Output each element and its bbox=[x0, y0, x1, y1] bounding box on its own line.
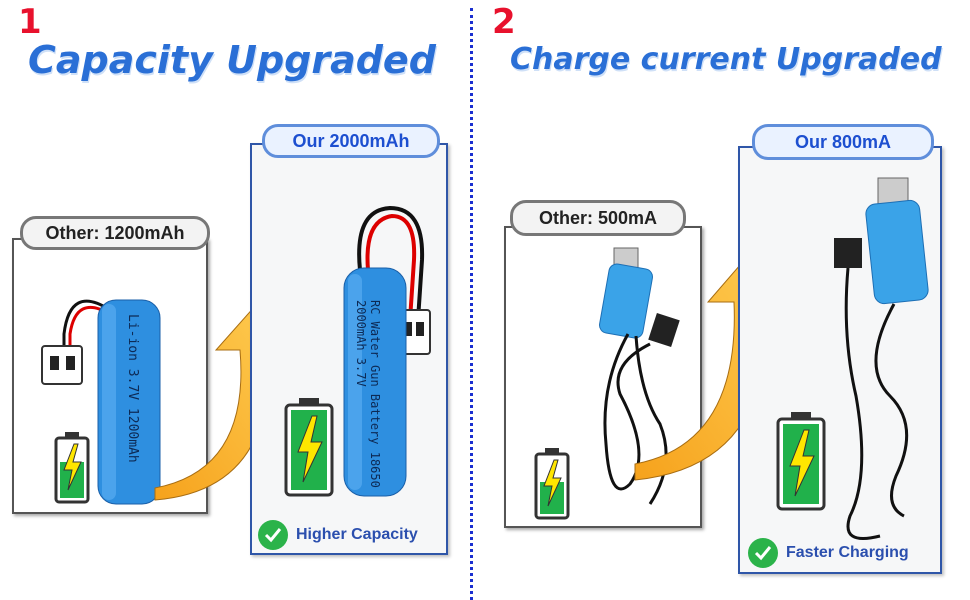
section-2-number: 2 bbox=[492, 2, 516, 42]
higher-capacity-badge: Higher Capacity bbox=[258, 520, 418, 550]
section-1-heading: Capacity Upgraded bbox=[28, 38, 436, 82]
section-divider bbox=[470, 8, 473, 600]
battery-icon bbox=[284, 398, 334, 497]
other-battery-cell bbox=[97, 299, 161, 505]
battery-icon bbox=[776, 412, 826, 511]
battery-icon bbox=[54, 432, 90, 504]
faster-charging-badge: Faster Charging bbox=[748, 538, 909, 568]
other-cell-text: Li-ion 3.7V 1200mAh bbox=[125, 314, 140, 463]
usb-charger-icon bbox=[599, 247, 680, 505]
section-2-heading: Charge current Upgraded bbox=[510, 42, 942, 77]
check-circle-icon bbox=[258, 520, 288, 550]
faster-charging-text: Faster Charging bbox=[786, 544, 909, 561]
section-1-number: 1 bbox=[18, 2, 42, 42]
other-current-label: Other: 500mA bbox=[510, 200, 686, 236]
our-cell-text: RC Water Gun Battery 18650 2000mAh 3.7V bbox=[354, 300, 382, 488]
check-circle-icon bbox=[748, 538, 778, 568]
other-capacity-label: Other: 1200mAh bbox=[20, 216, 210, 250]
usb-charger-icon bbox=[834, 177, 929, 540]
higher-capacity-text: Higher Capacity bbox=[296, 526, 418, 543]
battery-icon bbox=[534, 448, 570, 520]
our-capacity-label: Our 2000mAh bbox=[262, 124, 440, 158]
our-current-label: Our 800mA bbox=[752, 124, 934, 160]
our-battery-cell bbox=[343, 267, 407, 497]
